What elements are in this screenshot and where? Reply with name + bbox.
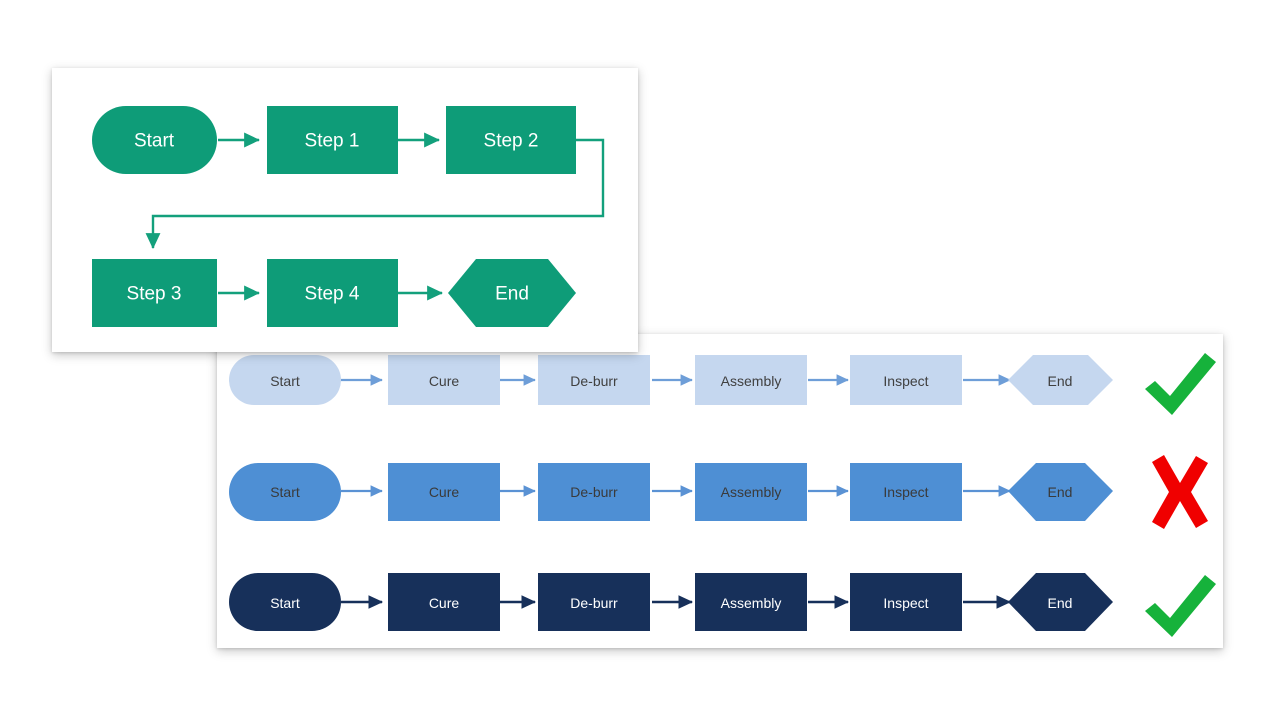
node-dark-start-label: Start [270, 595, 300, 611]
node-dark-end-label: End [1048, 595, 1073, 611]
status-medium-fail [1152, 455, 1208, 529]
node-light-inspect[interactable]: Inspect [850, 355, 962, 405]
green-node-step3[interactable]: Step 3 [92, 259, 217, 327]
node-medium-deburr-label: De-burr [570, 484, 618, 500]
node-medium-end[interactable]: End [1008, 463, 1113, 521]
green-node-step4[interactable]: Step 4 [267, 259, 398, 327]
node-medium-start-label: Start [270, 484, 300, 500]
status-light-pass [1145, 353, 1216, 415]
connector-step2-step3 [145, 138, 605, 249]
variant-row-light: Start Cure De-burr Assembly Inspect End [229, 355, 1113, 405]
green-node-end[interactable]: End [448, 259, 576, 327]
node-dark-assembly[interactable]: Assembly [695, 573, 807, 631]
node-dark-deburr[interactable]: De-burr [538, 573, 650, 631]
node-medium-inspect[interactable]: Inspect [850, 463, 962, 521]
generic-flowchart-card: Start Step 1 Step 2 Step 3 Step 4 End [52, 68, 638, 352]
node-medium-cure-label: Cure [429, 484, 460, 500]
node-dark-assembly-label: Assembly [721, 595, 782, 611]
node-dark-inspect[interactable]: Inspect [850, 573, 962, 631]
process-variants-card: Start Cure De-burr Assembly Inspect End [217, 334, 1223, 648]
green-flowchart-canvas: Start Step 1 Step 2 Step 3 Step 4 End [92, 106, 605, 327]
node-dark-start[interactable]: Start [229, 573, 341, 631]
node-light-assembly-label: Assembly [721, 373, 782, 389]
node-light-cure-label: Cure [429, 373, 460, 389]
node-light-end-label: End [1048, 373, 1073, 389]
node-dark-end[interactable]: End [1008, 573, 1113, 631]
variant-row-medium: Start Cure De-burr Assembly Inspect End [229, 463, 1113, 521]
status-dark-pass [1145, 575, 1216, 637]
green-node-step3-label: Step 3 [127, 284, 182, 305]
node-light-start[interactable]: Start [229, 355, 341, 405]
node-medium-end-label: End [1048, 484, 1073, 500]
node-light-end[interactable]: End [1008, 355, 1113, 405]
green-node-end-label: End [495, 284, 529, 305]
node-light-deburr[interactable]: De-burr [538, 355, 650, 405]
green-node-start[interactable]: Start [92, 106, 217, 174]
green-node-step4-label: Step 4 [305, 284, 360, 305]
node-medium-assembly[interactable]: Assembly [695, 463, 807, 521]
node-dark-cure[interactable]: Cure [388, 573, 500, 631]
node-dark-deburr-label: De-burr [570, 595, 618, 611]
green-node-step2[interactable]: Step 2 [446, 106, 576, 174]
green-node-step1-label: Step 1 [305, 131, 360, 152]
node-dark-inspect-label: Inspect [883, 595, 928, 611]
node-medium-assembly-label: Assembly [721, 484, 782, 500]
node-medium-start[interactable]: Start [229, 463, 341, 521]
node-light-cure[interactable]: Cure [388, 355, 500, 405]
node-light-assembly[interactable]: Assembly [695, 355, 807, 405]
node-dark-cure-label: Cure [429, 595, 460, 611]
blue-variants-canvas: Start Cure De-burr Assembly Inspect End [229, 353, 1216, 637]
node-light-start-label: Start [270, 373, 300, 389]
green-node-step1[interactable]: Step 1 [267, 106, 398, 174]
node-medium-cure[interactable]: Cure [388, 463, 500, 521]
node-light-deburr-label: De-burr [570, 373, 618, 389]
node-medium-inspect-label: Inspect [883, 484, 928, 500]
variant-row-dark: Start Cure De-burr Assembly Inspect End [229, 573, 1113, 631]
green-node-start-label: Start [134, 131, 175, 152]
node-light-inspect-label: Inspect [883, 373, 928, 389]
node-medium-deburr[interactable]: De-burr [538, 463, 650, 521]
green-connector-group [145, 132, 605, 301]
green-node-step2-label: Step 2 [484, 131, 539, 152]
